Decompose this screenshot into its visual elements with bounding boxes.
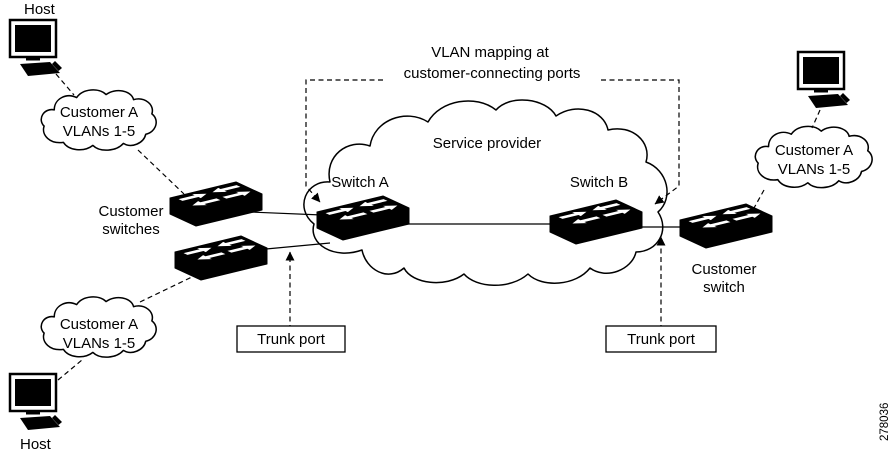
link-host-bottom-to-cloud [57,359,83,381]
cloud-top-left-label-line1: Customer A [60,104,138,121]
cloud-right-label-line2: VLANs 1-5 [778,161,851,178]
link-host-top-to-cloud [55,73,75,96]
cloud-bottom-left-label-line2: VLANs 1-5 [63,335,136,352]
customer-switches-label-line1: Customer [98,203,163,220]
trunk-port-right-box [605,325,717,353]
customer-switch-2-icon [174,235,268,281]
trunk-port-left-box [236,325,346,353]
trunk-port-left-label: Trunk port [257,331,326,348]
vlan-mapping-arrow-right [601,79,680,205]
cloud-bottom-left-label-line1: Customer A [60,316,138,333]
host-bottom-label: Host [20,436,52,453]
link-cloud-right-to-customer-switch [753,189,765,209]
cloud-right-label-line1: Customer A [775,142,853,159]
switch-b-label: Switch B [570,174,628,191]
link-cloud-bottom-to-customer-switch-2 [139,275,195,303]
vlan-mapping-annotation-line1: VLAN mapping at [431,44,549,61]
customer-switch-right-icon [679,203,773,249]
link-cloud-top-to-customer-switch-1 [137,149,185,195]
link-customer-switch-1-to-switch-a [249,211,323,216]
customer-switch-right-label-line2: switch [703,279,745,296]
service-provider-cloud-outline [303,99,668,286]
dashed-connectors [55,73,821,381]
host-top-left-icon [8,18,64,78]
link-host-right-to-cloud [811,109,821,129]
vlan-mapping-annotation-line2: customer-connecting ports [404,65,581,82]
figure-number: 278036 [879,403,891,441]
cloud-top-left-label-line2: VLANs 1-5 [63,123,136,140]
labels: Host Host Customer A VLANs 1-5 Customer … [20,1,891,453]
host-bottom-left-icon [8,372,64,432]
link-customer-switch-2-to-switch-a [265,242,331,250]
switch-a-label: Switch A [331,174,389,191]
service-provider-cloud [303,99,668,286]
customer-switches-label-line2: switches [102,221,160,238]
host-right-icon [796,50,852,110]
service-provider-label: Service provider [433,135,541,152]
host-top-label: Host [24,1,56,18]
customer-switch-1-icon [169,181,263,227]
customer-switch-right-label-line1: Customer [691,261,756,278]
solid-links [249,211,684,250]
annotation-arrows [285,79,680,330]
trunk-port-callouts: Trunk port Trunk port [236,325,717,353]
trunk-port-right-label: Trunk port [627,331,696,348]
vlan-mapping-arrow-left [305,79,383,203]
